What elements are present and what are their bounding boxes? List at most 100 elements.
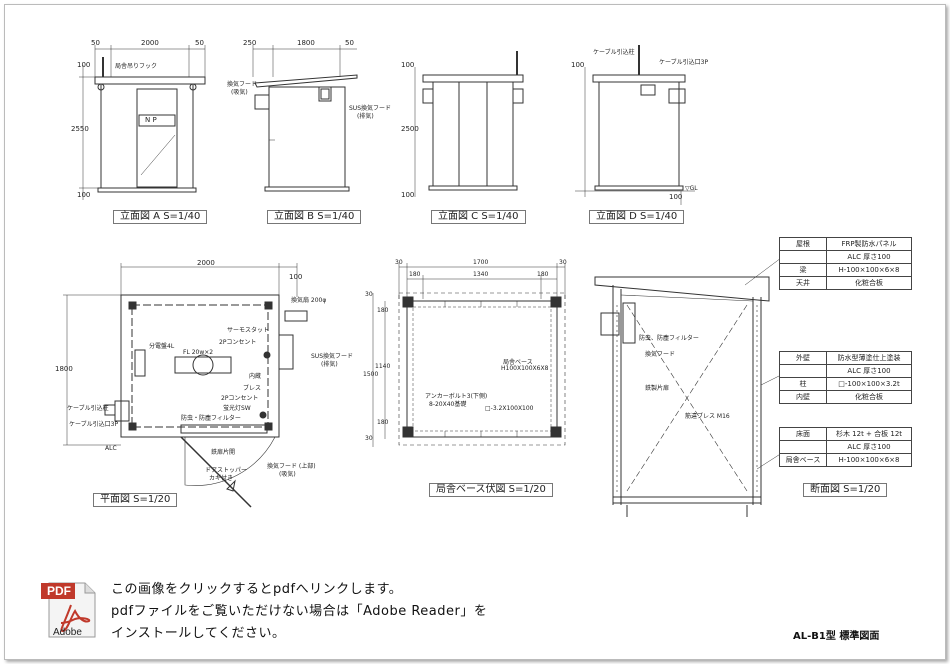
- base-beam-spec: H100X100X6X8: [501, 365, 549, 372]
- plan-hood-note: (吸気): [279, 471, 296, 478]
- base-anchor-spec: 8-20X40基礎: [429, 401, 467, 408]
- table-cell: 化粧合板: [826, 390, 912, 404]
- table-cell: 天井: [779, 276, 827, 290]
- base-dim-top-4: 1340: [473, 271, 489, 278]
- elev-b-sus-hood-note: (排気): [357, 113, 374, 120]
- plan-internal: 内蔵: [249, 373, 262, 380]
- elev-d-dim-top: 100: [571, 61, 585, 69]
- elev-b-sus-hood: SUS換気フード: [349, 105, 392, 112]
- elev-a-dim-left: 50: [91, 39, 100, 47]
- table-cell: 杉木 12t + 合板 12t: [826, 427, 912, 441]
- base-dim-top-1: 1700: [473, 259, 489, 266]
- plan-dim-right: 100: [289, 273, 303, 281]
- table-cell: FRP製防水パネル: [826, 237, 912, 251]
- table-row: ALC 厚さ100: [779, 440, 912, 454]
- table-row: ALC 厚さ100: [779, 364, 912, 378]
- adobe-brand-text: Adobe: [53, 627, 82, 638]
- base-dim-left-3: 1500: [363, 371, 379, 378]
- table-row: 床面杉木 12t + 合板 12t: [779, 427, 912, 441]
- table-row: ALC 厚さ100: [779, 250, 912, 264]
- base-dim-top-5: 180: [537, 271, 549, 278]
- elev-a-dim-bottom: 100: [77, 191, 91, 199]
- elevation-b-caption: 立面図 B S=1/40: [267, 210, 362, 224]
- base-dim-left-4: 180: [377, 419, 389, 426]
- base-square-tube: □-3.2X100X100: [485, 405, 534, 412]
- base-anchor-label: アンカーボルト3(下側): [425, 393, 488, 400]
- elev-b-dim-left: 250: [243, 39, 257, 47]
- elev-a-dim-height: 2550: [71, 125, 89, 133]
- elev-d-cable-port: ケーブル引込口3P: [659, 59, 709, 66]
- elev-c-dim-bottom: 100: [401, 191, 415, 199]
- table-cell: □-100×100×3.2t: [826, 377, 912, 391]
- table-cell: 防水型薄塗仕上塗装: [826, 351, 912, 365]
- elevation-a-caption: 立面図 A S=1/40: [113, 210, 208, 224]
- table-cell: ALC 厚さ100: [826, 440, 912, 454]
- plan-panel: 分電盤4L: [149, 343, 175, 350]
- table-cell: 柱: [779, 377, 827, 391]
- section-brace: 筋違ブレス M16: [685, 413, 730, 420]
- section-caption: 断面図 S=1/20: [803, 483, 888, 497]
- plan-caption: 平面図 S=1/20: [93, 493, 178, 507]
- elev-d-dim-bottom: 100: [669, 193, 683, 201]
- wall-spec-table: 外壁防水型薄塗仕上塗装 ALC 厚さ100 柱□-100×100×3.2t 内壁…: [779, 351, 912, 404]
- drawing-sheet[interactable]: 立面図 A S=1/40 立面図 B S=1/40 立面図 C S=1/40 立…: [4, 4, 946, 660]
- caption-line-1: この画像をクリックするとpdfへリンクします。: [111, 582, 403, 597]
- pdf-icon[interactable]: PDF Adobe: [41, 577, 101, 641]
- base-caption: 局舎ベース伏図 S=1/20: [429, 483, 553, 497]
- plan-vent-fan: 換気扇 200φ: [291, 297, 327, 304]
- plan-cable-post: ケーブル引込柱: [67, 405, 109, 412]
- table-cell: 外壁: [779, 351, 827, 365]
- caption-line-2: pdfファイルをご覧いただけない場合は「Adobe Reader」を: [111, 604, 488, 619]
- base-dim-top-0: 30: [395, 259, 403, 266]
- plan-dim-width: 2000: [197, 259, 215, 267]
- plan-cable-port: ケーブル引込口3P: [69, 421, 119, 428]
- table-row: 柱□-100×100×3.2t: [779, 377, 912, 391]
- plan-sus-hood-note: (排気): [321, 361, 338, 368]
- plan-drawing: [63, 263, 308, 508]
- base-drawing: [372, 263, 566, 447]
- elevation-d-drawing: [575, 45, 695, 205]
- pdf-link-caption[interactable]: この画像をクリックするとpdfへリンクします。 pdfファイルをご覧いただけない…: [111, 579, 487, 645]
- pdf-document-icon: [41, 582, 96, 638]
- elev-b-dim-width: 1800: [297, 39, 315, 47]
- plan-outlet-1: 2Pコンセント: [219, 339, 257, 346]
- plan-hood: 換気フード (上部): [267, 463, 316, 470]
- elev-b-dim-right: 50: [345, 39, 354, 47]
- elev-c-dim-height: 2500: [401, 125, 419, 133]
- elevation-c-drawing: [414, 51, 524, 197]
- elev-a-plate: N P: [145, 116, 157, 124]
- table-cell: [779, 364, 827, 378]
- base-dim-top-2: 30: [559, 259, 567, 266]
- plan-light: FL 20w×2: [183, 349, 214, 356]
- plan-door-stopper-note: カギ付き: [209, 475, 234, 482]
- table-cell: ALC 厚さ100: [826, 250, 912, 264]
- elevation-d-caption: 立面図 D S=1/40: [589, 210, 685, 224]
- plan-alc: ALC: [105, 445, 117, 452]
- elev-a-dim-width: 2000: [141, 39, 159, 47]
- elev-d-cable-post: ケーブル引込柱: [593, 49, 635, 56]
- table-cell: ALC 厚さ100: [826, 364, 912, 378]
- plan-dim-depth: 1800: [55, 365, 73, 373]
- table-row: 外壁防水型薄塗仕上塗装: [779, 351, 912, 365]
- elev-a-dim-top: 100: [77, 61, 91, 69]
- plan-door-stopper: ドアストッパー: [205, 467, 248, 474]
- table-cell: 梁: [779, 263, 827, 277]
- plan-sus-hood: SUS換気フード: [311, 353, 354, 360]
- base-dim-left-5: 30: [365, 435, 373, 442]
- plan-door: 鉄扉片開: [211, 449, 236, 456]
- table-cell: 局舎ベース: [779, 453, 827, 467]
- plan-light-switch: 蛍光灯SW: [223, 405, 251, 412]
- section-drawing: [594, 254, 786, 517]
- table-cell: [779, 250, 827, 264]
- pdf-badge-text: PDF: [47, 584, 71, 598]
- table-cell: 屋根: [779, 237, 827, 251]
- elev-b-hood-intake-note: (吸気): [231, 89, 248, 96]
- table-row: 天井化粧合板: [779, 276, 912, 290]
- table-cell: 内壁: [779, 390, 827, 404]
- elev-d-ground-level: ▽GL: [685, 185, 698, 192]
